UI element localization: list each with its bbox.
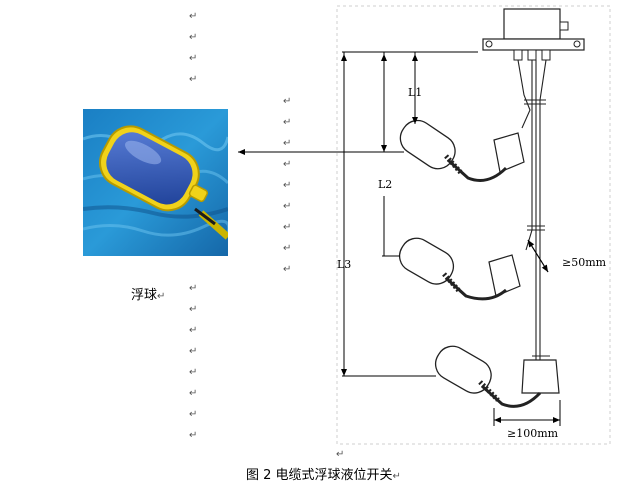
return-mark: ↵ xyxy=(189,409,198,420)
return-mark: ↵ xyxy=(283,96,292,107)
float-ball xyxy=(398,237,507,301)
return-mark: ↵ xyxy=(189,32,198,43)
float-ball xyxy=(434,345,542,408)
figure-caption-text: 图 2 电缆式浮球液位开关 xyxy=(246,468,393,483)
figure-frame xyxy=(336,5,611,445)
return-mark: ↵ xyxy=(336,449,345,460)
return-mark: ↵ xyxy=(189,325,198,336)
return-mark: ↵ xyxy=(283,138,292,149)
return-mark: ↵ xyxy=(189,388,198,399)
figure-caption: 图 2 电缆式浮球液位开关↵ xyxy=(246,464,401,483)
return-mark: ↵ xyxy=(283,180,292,191)
photo-caption: 浮球↵ xyxy=(131,284,165,303)
return-mark: ↵ xyxy=(189,53,198,64)
return-mark: ↵ xyxy=(283,243,292,254)
return-mark: ↵ xyxy=(189,367,198,378)
return-mark: ↵ xyxy=(189,74,198,85)
dimension-label-100mm: ≥100mm xyxy=(507,427,559,440)
cables xyxy=(517,59,550,360)
return-mark: ↵ xyxy=(157,291,166,302)
dimension-label-l3: L3 xyxy=(337,258,351,271)
float-ball-photo xyxy=(83,109,228,256)
dimension-lines xyxy=(341,51,561,426)
return-mark: ↵ xyxy=(283,222,292,233)
return-mark: ↵ xyxy=(189,430,198,441)
mounting-bracket xyxy=(482,8,585,61)
dimension-label-50mm: ≥50mm xyxy=(562,256,607,269)
counterweight xyxy=(488,132,560,394)
return-mark: ↵ xyxy=(283,159,292,170)
dimension-label-l1: L1 xyxy=(408,86,422,99)
return-mark: ↵ xyxy=(189,304,198,315)
return-mark: ↵ xyxy=(283,201,292,212)
dimension-label-l2: L2 xyxy=(378,178,392,191)
photo-caption-text: 浮球 xyxy=(131,288,158,303)
float-ball xyxy=(399,119,508,182)
return-mark: ↵ xyxy=(283,117,292,128)
return-mark: ↵ xyxy=(189,346,198,357)
return-mark: ↵ xyxy=(283,264,292,275)
return-mark: ↵ xyxy=(189,283,198,294)
return-mark: ↵ xyxy=(392,471,401,482)
return-mark: ↵ xyxy=(189,11,198,22)
